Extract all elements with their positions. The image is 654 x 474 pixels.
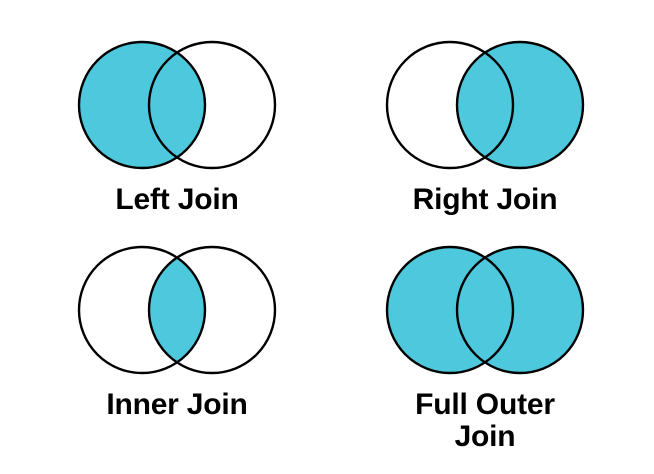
- right-circle-outline: [147, 245, 277, 375]
- panel-inner-join: Inner Join: [27, 243, 327, 421]
- venn-full-outer-join: [385, 245, 585, 375]
- panel-left-join: Left Join: [27, 38, 327, 216]
- left-circle-outline: [77, 40, 207, 170]
- panel-label-left-join: Left Join: [115, 183, 239, 216]
- venn-inner-join: [77, 245, 277, 375]
- left-circle-fill: [79, 42, 205, 168]
- panel-full-outer-join: Full Outer Join: [335, 243, 635, 454]
- panel-label-right-join: Right Join: [412, 183, 558, 216]
- panel-right-join: Right Join: [335, 38, 635, 216]
- left-circle-outline: [77, 245, 207, 375]
- intersection-fill: [149, 247, 205, 373]
- venn-right-join: [385, 40, 585, 170]
- right-circle-outline: [455, 245, 585, 375]
- left-circle-outline: [385, 245, 515, 375]
- right-circle-outline: [147, 40, 277, 170]
- right-circle-fill: [457, 247, 583, 373]
- panel-label-full-outer-join: Full Outer Join: [415, 388, 555, 454]
- panel-label-inner-join: Inner Join: [106, 388, 248, 421]
- right-circle-fill: [457, 42, 583, 168]
- right-circle-outline: [455, 40, 585, 170]
- venn-left-join: [77, 40, 277, 170]
- left-circle-outline: [385, 40, 515, 170]
